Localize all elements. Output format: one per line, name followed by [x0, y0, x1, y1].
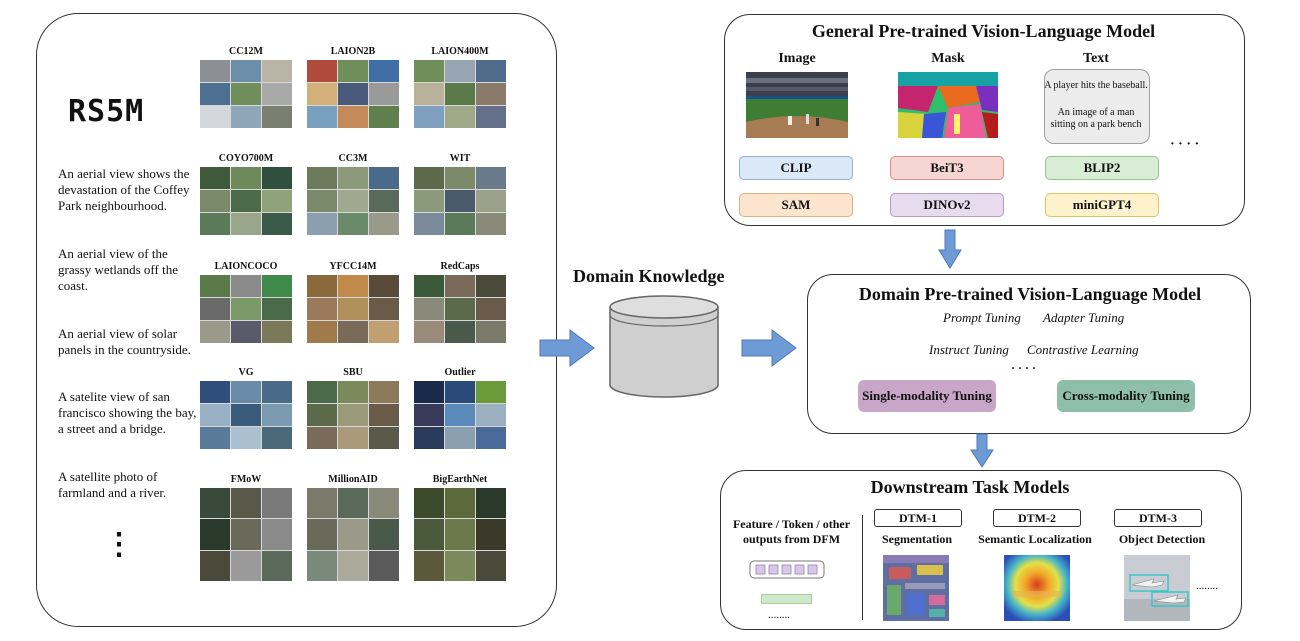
dataset-thumbnail: [307, 167, 399, 235]
dataset-title: CC12M: [229, 46, 263, 57]
downstream-dots-right: ........: [1196, 580, 1218, 592]
dataset-title: FMoW: [230, 474, 262, 485]
model-minigpt4: miniGPT4: [1045, 193, 1159, 217]
model-clip: CLIP: [739, 156, 853, 180]
text-example-2: An image of a man sitting on a park benc…: [1050, 107, 1142, 130]
feature-token-text: Feature / Token / other outputs from DFM: [732, 517, 851, 546]
database-cylinder-icon: [609, 295, 719, 398]
model-beit3: BeiT3: [890, 156, 1004, 180]
dataset-title: SBU: [343, 367, 363, 378]
dtm-2-name: Semantic Localization: [978, 532, 1092, 546]
rs5m-title: RS5M: [68, 94, 145, 129]
arrow-general-to-domain: [938, 229, 962, 269]
caption-5: A satellite photo of farmland and a rive…: [58, 469, 167, 500]
dtm-3-name: Object Detection: [1118, 532, 1206, 546]
dataset-title: CC3M: [338, 153, 368, 164]
dataset-thumbnail: [414, 381, 506, 449]
downstream-title: Downstream Task Models: [870, 477, 1070, 497]
dataset-title: COYO700M: [218, 153, 274, 164]
dtm-1-name: Segmentation: [882, 532, 952, 546]
model-blip2: BLIP2: [1045, 156, 1159, 180]
vertical-ellipsis: ⋮: [104, 528, 134, 561]
dataset-thumbnail: [200, 275, 292, 343]
arrow-rs5m-to-knowledge: [539, 329, 595, 367]
dtm-1-box: DTM-1: [874, 509, 962, 527]
dtm-2-box: DTM-2: [993, 509, 1081, 527]
dataset-title: Outlier: [444, 367, 476, 378]
dataset-thumbnail: [414, 488, 506, 581]
dataset-thumbnail: [414, 167, 506, 235]
general-ellipsis: · · · ·: [1170, 137, 1200, 152]
caption-3: An aerial view of solar panels in the co…: [58, 326, 191, 357]
caption-4: A satelite view of san francisco showing…: [58, 389, 197, 436]
dataset-thumbnail: [414, 275, 506, 343]
text-example-1: A player hits the baseball.: [1044, 80, 1148, 91]
dataset-title: BigEarthNet: [432, 474, 488, 485]
domain-knowledge-label: Domain Knowledge: [573, 266, 725, 286]
dataset-title: YFCC14M: [329, 261, 377, 272]
cross-modality-tuning: Cross-modality Tuning: [1057, 380, 1195, 412]
dataset-title: LAIONCOCO: [214, 261, 278, 272]
domain-model-title: Domain Pre-trained Vision-Language Model: [858, 284, 1202, 304]
contrastive-learning-label: Contrastive Learning: [1027, 342, 1139, 357]
prompt-tuning-label: Prompt Tuning: [943, 310, 1021, 325]
dataset-thumbnail: [200, 488, 292, 581]
dataset-title: RedCaps: [440, 261, 480, 272]
col-image-label: Image: [778, 51, 816, 66]
baseball-image: [746, 72, 848, 138]
dataset-thumbnail: [414, 60, 506, 128]
dataset-title: LAION2B: [330, 46, 376, 57]
model-sam: SAM: [739, 193, 853, 217]
instruct-tuning-label: Instruct Tuning: [929, 342, 1009, 357]
text-example-box: [1044, 69, 1150, 144]
feature-bar-icon: [761, 594, 812, 604]
dataset-thumbnail: [307, 275, 399, 343]
object-detection-image: [1124, 555, 1190, 621]
segmentation-result-image: [883, 555, 949, 621]
dataset-thumbnail: [307, 60, 399, 128]
dataset-title: WIT: [449, 153, 471, 164]
dataset-title: MillionAID: [328, 474, 378, 485]
dtm-3-box: DTM-3: [1114, 509, 1202, 527]
tuning-ellipsis: · · · ·: [1011, 361, 1037, 375]
arrow-knowledge-to-domain: [741, 329, 797, 367]
dataset-thumbnail: [307, 381, 399, 449]
general-model-title: General Pre-trained Vision-Language Mode…: [811, 21, 1156, 41]
dataset-title: LAION400M: [431, 46, 489, 57]
single-modality-tuning: Single-modality Tuning: [858, 380, 996, 412]
dataset-thumbnail: [307, 488, 399, 581]
dataset-title: VG: [238, 367, 254, 378]
segmentation-mask-image: [898, 72, 998, 138]
col-mask-label: Mask: [931, 51, 965, 66]
downstream-divider: [862, 515, 863, 620]
caption-1: An aerial view shows the devastation of …: [58, 166, 190, 213]
feature-dots: ........: [768, 609, 790, 621]
adapter-tuning-label: Adapter Tuning: [1043, 310, 1125, 325]
dataset-thumbnail: [200, 381, 292, 449]
dataset-thumbnail: [200, 60, 292, 128]
dataset-thumbnail: [200, 167, 292, 235]
model-dinov2: DINOv2: [890, 193, 1004, 217]
semantic-localization-image: [1004, 555, 1070, 621]
caption-2: An aerial view of the grassy wetlands of…: [58, 246, 178, 293]
token-row-icon: [749, 560, 825, 579]
arrow-domain-to-downstream: [970, 433, 994, 468]
col-text-label: Text: [1083, 51, 1109, 66]
